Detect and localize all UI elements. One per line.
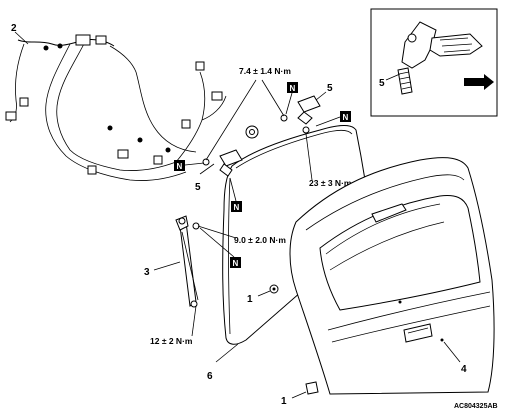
svg-text:N: N — [177, 162, 183, 171]
svg-text:N: N — [233, 259, 239, 268]
part-label-1-mid: 1 — [247, 294, 253, 305]
part-label-1-low: 1 — [281, 396, 287, 407]
part-label-5-upper: 5 — [327, 83, 333, 94]
n-mark-box-1: N — [287, 82, 298, 93]
n-mark-box-2: N — [340, 111, 351, 122]
part-label-5-lower: 5 — [195, 182, 201, 193]
arrow-icon — [464, 74, 494, 90]
svg-text:N: N — [343, 113, 349, 122]
n-mark-box-5: N — [230, 257, 241, 268]
torque-hinge-right: 23 ± 3 N·m — [309, 178, 352, 188]
hinge-left: 5 — [195, 149, 243, 193]
grommet-low: 1 — [281, 381, 319, 407]
torque-strut-lower: 12 ± 2 N·m — [150, 336, 193, 346]
torque-strut-upper: 9.0 ± 2.0 N·m — [234, 235, 286, 245]
inset-detail: 5 — [370, 8, 498, 117]
svg-text:N: N — [290, 84, 296, 93]
wiring-harness: 2 — [5, 23, 227, 181]
n-mark-box-3: N — [174, 160, 185, 171]
part-label-5-inset: 5 — [379, 78, 385, 89]
torque-hinge-upper: 7.4 ± 1.4 N·m — [239, 66, 291, 76]
hinge-right: 5 — [245, 83, 333, 139]
part-label-6: 6 — [207, 371, 213, 382]
part-label-2: 2 — [11, 23, 17, 34]
svg-text:N: N — [234, 203, 240, 212]
grommet-mid: 1 — [247, 284, 279, 305]
part-label-3: 3 — [144, 267, 150, 278]
diagram-code: AC804325AB — [454, 403, 498, 410]
tailgate-panel: 4 — [289, 157, 495, 395]
n-mark-box-4: N — [231, 201, 242, 212]
gas-spring: 3 — [144, 215, 200, 308]
part-label-4: 4 — [461, 364, 467, 375]
